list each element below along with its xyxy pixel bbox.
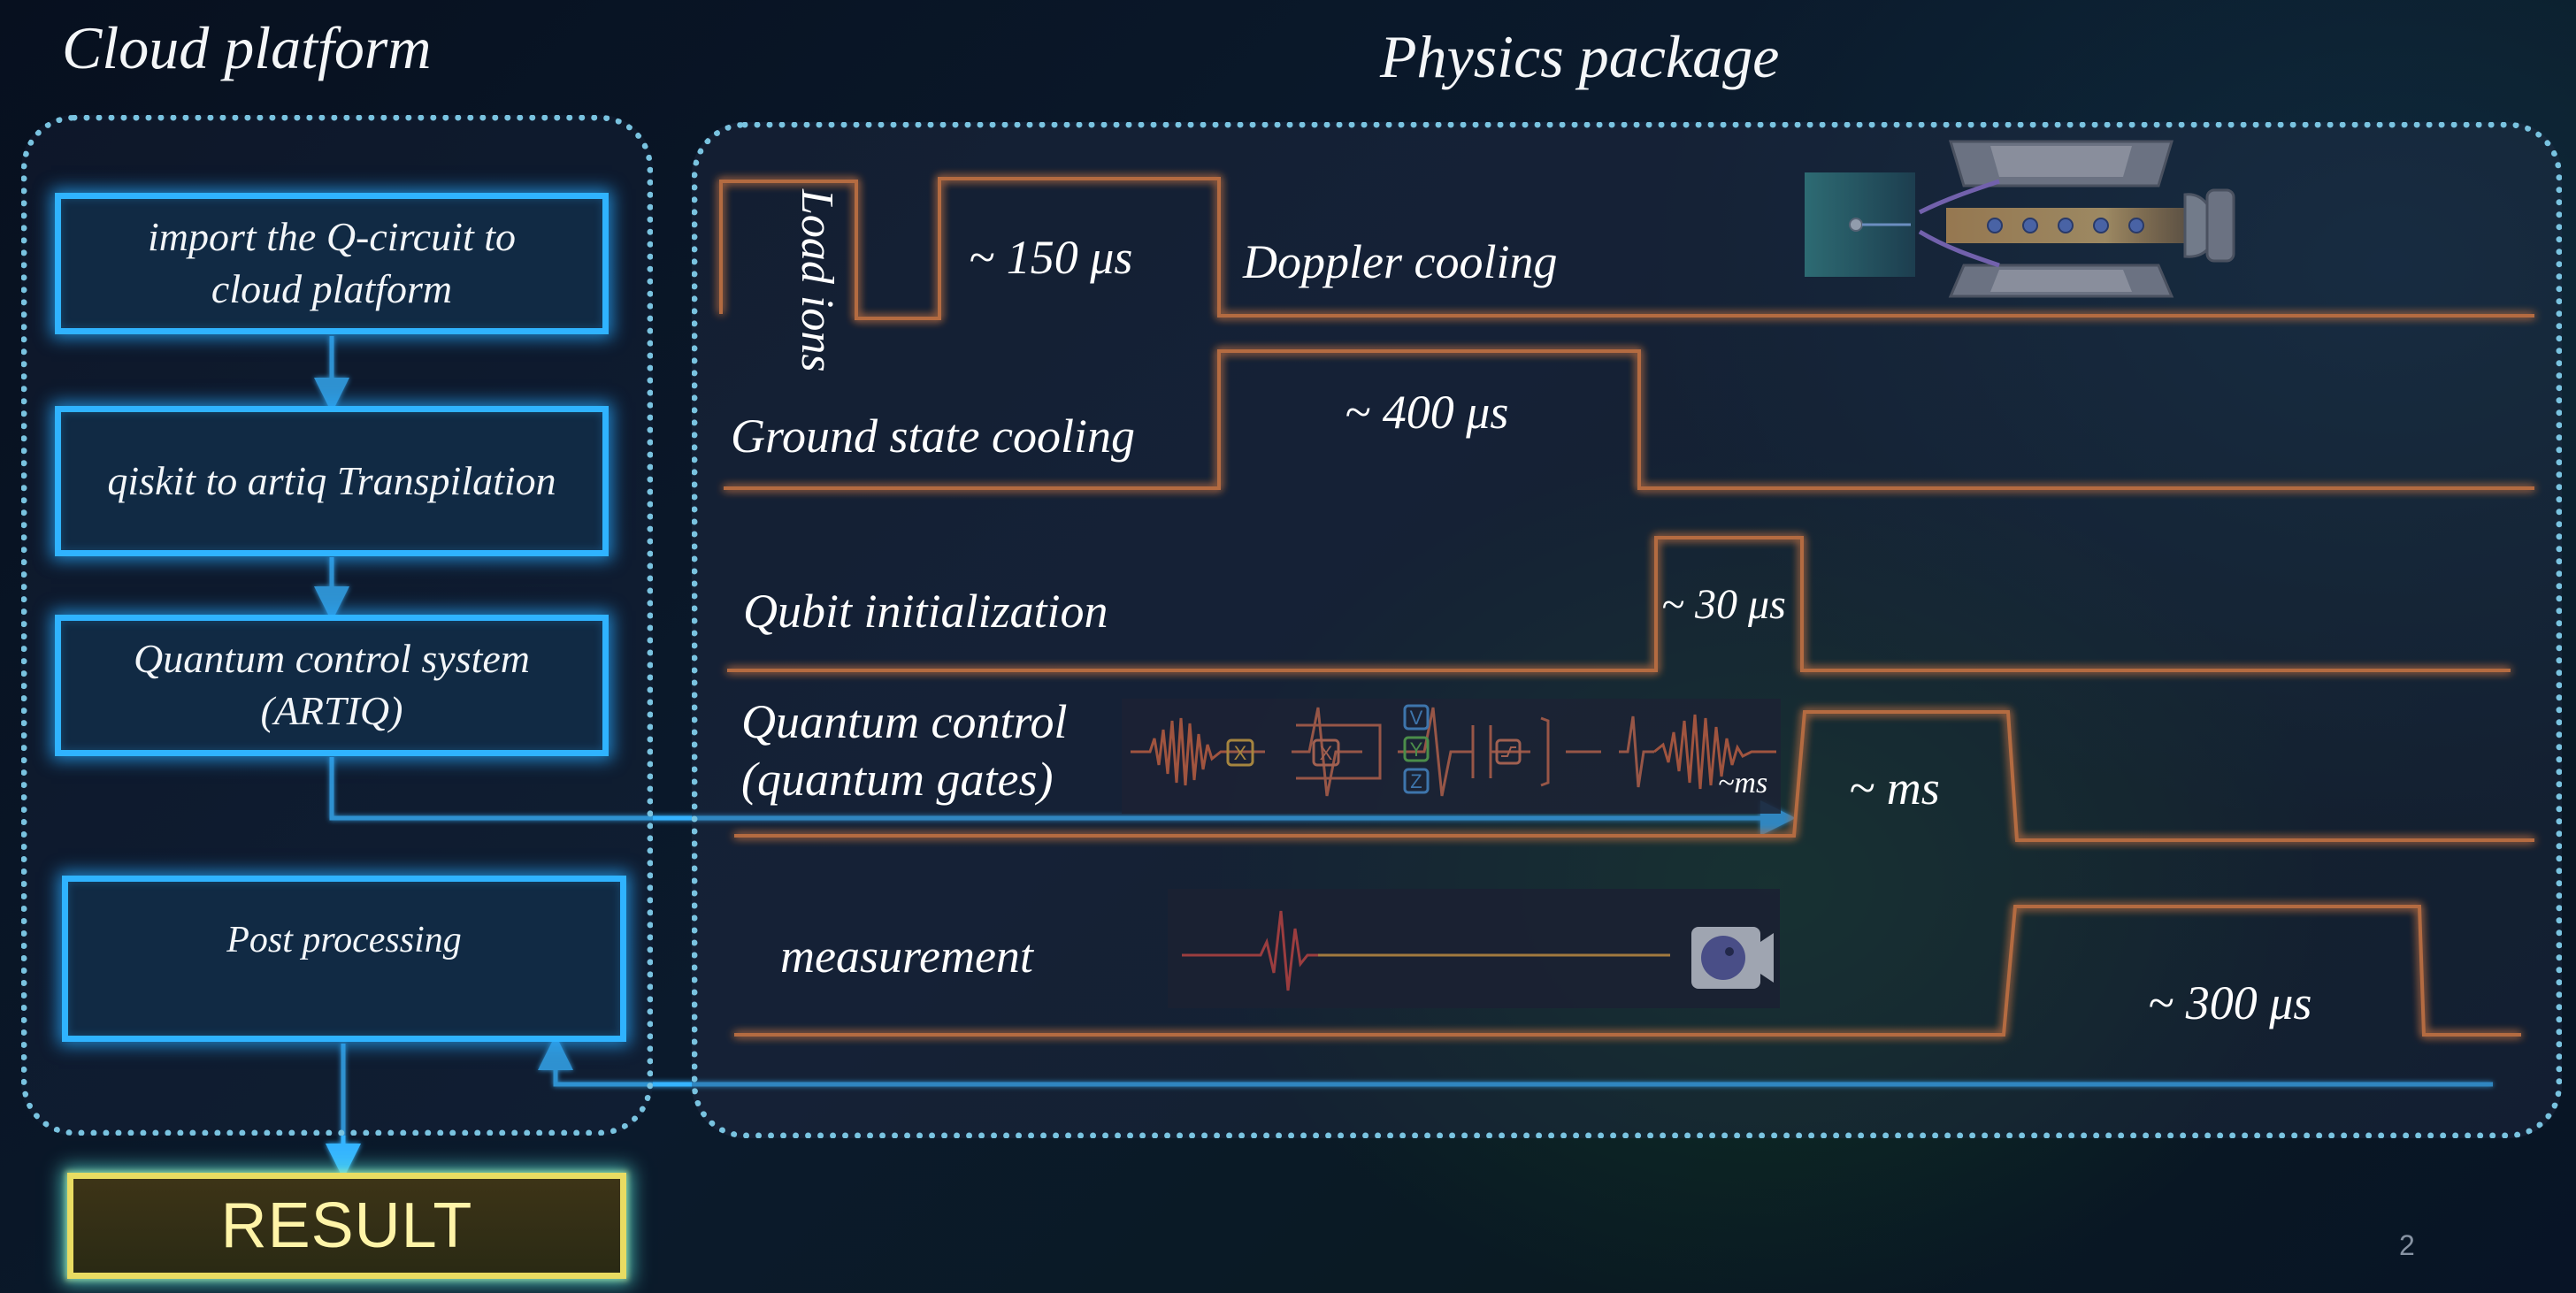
doppler-cooling-label: Doppler cooling <box>1243 235 1558 288</box>
ion-trap-illustration <box>1805 140 2235 298</box>
step-import-circuit: import the Q-circuit to cloud platform <box>55 193 609 334</box>
cloud-platform-title: Cloud platform <box>62 14 432 81</box>
result-label: RESULT <box>220 1190 473 1261</box>
page-number: 2 <box>2399 1229 2415 1261</box>
load-ions-label: Load ions <box>792 189 842 372</box>
qubit-init-duration: ~ 30 μs <box>1661 581 1786 628</box>
step-quantum-control-system: Quantum control system (ARTIQ) <box>55 615 609 756</box>
result-box: RESULT <box>67 1173 626 1279</box>
measurement-inset <box>1168 889 1780 1008</box>
ground-state-duration: ~ 400 μs <box>1345 386 1509 439</box>
step-artiq-label: Quantum control system (ARTIQ) <box>133 636 531 733</box>
step-import-label: import the Q-circuit to cloud platform <box>147 214 517 311</box>
gate-boxes: X X V Y Z <box>1226 704 1522 794</box>
pulse-sequence <box>719 177 2534 1037</box>
cloud-flow-arrows <box>314 336 2493 1179</box>
trace-qubit-init <box>727 536 2511 672</box>
ground-state-label: Ground state cooling <box>731 409 1135 463</box>
trace-quantum-control <box>734 710 2534 842</box>
circuit-wires <box>1230 707 1654 797</box>
pulse-waveform-left <box>1131 717 1230 786</box>
qubit-init-label: Qubit initialization <box>743 585 1108 638</box>
gate-z: Z <box>1410 770 1422 792</box>
doppler-duration: ~ 150 μs <box>969 231 1133 284</box>
quantum-control-duration: ~ ms <box>1849 761 1940 815</box>
measurement-pulse <box>1182 910 1318 991</box>
gate-v: V <box>1410 707 1423 729</box>
pulse-waveform-right <box>1653 714 1776 790</box>
trapped-ions <box>1987 218 2144 233</box>
gate-x-2: X <box>1320 742 1333 764</box>
arrow-measurement-to-post <box>538 1035 2493 1087</box>
gate-sequence-inset: X X V Y Z <box>1122 699 1781 814</box>
camera-icon <box>1691 927 1774 989</box>
step-transpilation: qiskit to artiq Transpilation <box>55 406 609 556</box>
measurement-label: measurement <box>780 930 1033 983</box>
arrow-artiq-to-quantum-control <box>329 757 1796 836</box>
physics-package-panel <box>692 122 2562 1138</box>
trace-load-doppler <box>719 177 2534 320</box>
quantum-control-label-line2: (quantum gates) <box>741 753 1054 806</box>
trace-measurement <box>734 905 2521 1037</box>
step-post-processing: Post processing <box>62 876 626 1042</box>
physics-package-title: Physics package <box>1380 23 1780 90</box>
measurement-duration: ~ 300 μs <box>2148 976 2312 1029</box>
step-post-label: Post processing <box>226 920 462 960</box>
step-transpilation-label: qiskit to artiq Transpilation <box>107 457 556 503</box>
quantum-control-inset-duration: ~ms <box>1718 767 1768 800</box>
gate-y: Y <box>1410 738 1423 761</box>
gate-x-1: X <box>1234 742 1247 764</box>
trace-ground-state <box>724 349 2534 490</box>
quantum-control-label-line1: Quantum control <box>741 695 1068 748</box>
